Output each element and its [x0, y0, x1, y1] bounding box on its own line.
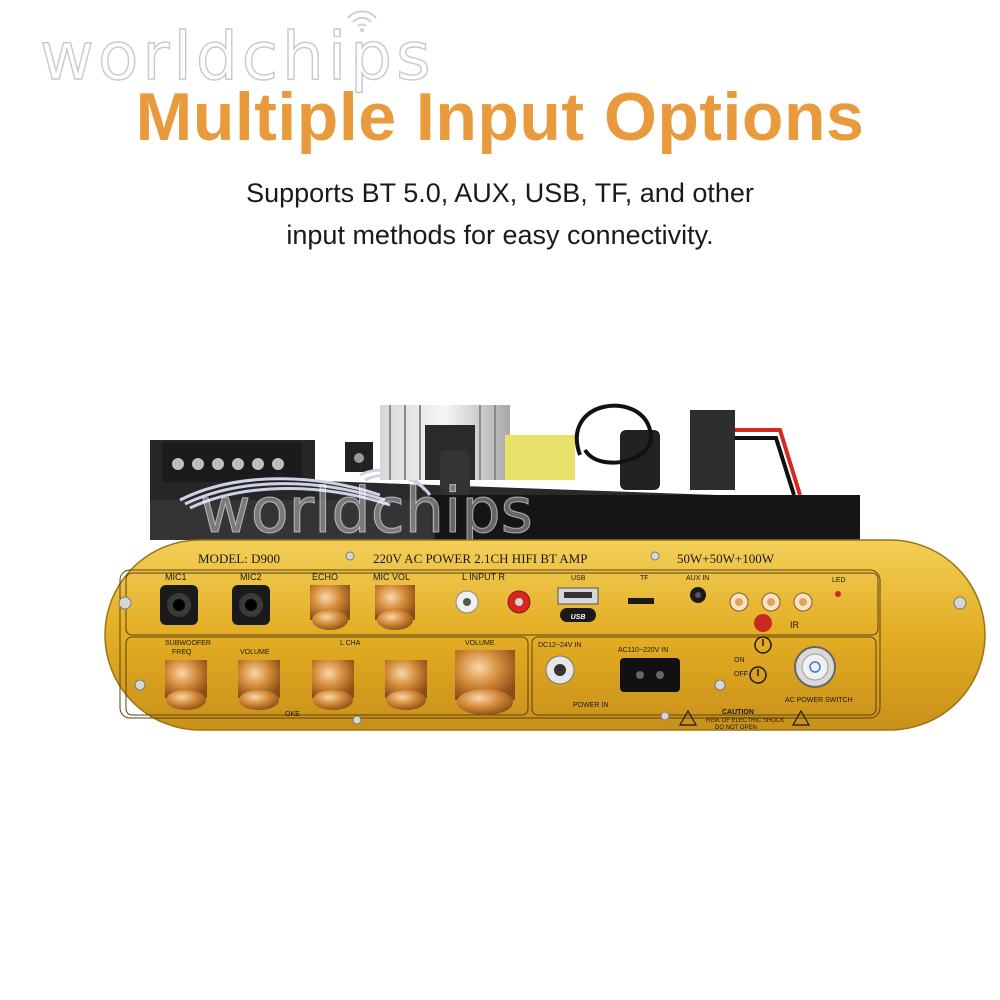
watermark-logo: worldchips [39, 17, 435, 95]
dc-in-label: DC12~24V IN [538, 642, 581, 649]
subwoofer-label: SUBWOOFER [165, 640, 211, 647]
volume-left-label: VOLUME [240, 649, 270, 656]
dc-power-jack[interactable] [545, 655, 575, 685]
model-label: MODEL: D900 [198, 551, 280, 566]
caution-detail-2: DO NOT OPEN [715, 725, 757, 731]
ac-power-switch[interactable] [794, 646, 836, 688]
front-panel [104, 539, 986, 731]
treble-knob[interactable] [312, 660, 354, 710]
aux-in-label: AUX IN [686, 575, 709, 582]
power-wire [575, 403, 654, 465]
subwoofer-volume-knob[interactable] [238, 660, 280, 710]
subtitle-line-1: Supports BT 5.0, AUX, USB, TF, and other [246, 178, 754, 208]
watermark-overlay: worldchips [200, 474, 533, 547]
prev-button[interactable] [729, 592, 749, 612]
led-label: LED [832, 577, 846, 584]
ac-switch-label: AC POWER SWITCH [785, 697, 853, 704]
cha-label: L CHA [340, 640, 361, 647]
subtitle-line-2: input methods for easy connectivity. [286, 220, 714, 250]
headline: Multiple Input Options [135, 79, 865, 155]
spec-label: 220V AC POWER 2.1CH HIFI BT AMP [373, 551, 587, 566]
usb-port[interactable] [557, 587, 599, 605]
mic1-jack[interactable] [160, 585, 198, 625]
wifi-icon [347, 10, 377, 32]
input-label: L INPUT R [462, 572, 506, 582]
volume-right-label: VOLUME [465, 640, 495, 647]
ir-label: IR [790, 620, 800, 630]
transformer [505, 435, 575, 480]
led-indicator [835, 591, 841, 597]
on-label: ON [734, 657, 745, 664]
next-button[interactable] [793, 592, 813, 612]
mic-vol-knob[interactable] [375, 585, 415, 630]
tf-card-slot[interactable] [628, 598, 654, 604]
mic-vol-label: MIC VOL [373, 572, 410, 582]
usb-logo-icon: USB [560, 608, 596, 622]
off-label: OFF [734, 671, 748, 678]
ac-power-socket[interactable] [620, 658, 680, 692]
echo-label: ECHO [312, 572, 338, 582]
mic2-jack[interactable] [232, 585, 270, 625]
usb-logo-text: USB [571, 614, 586, 621]
master-volume-knob[interactable] [455, 650, 515, 715]
ac-in-label: AC110~220V IN [618, 647, 668, 654]
ir-receiver [754, 614, 772, 632]
board-module [690, 410, 735, 490]
mic1-label: MIC1 [165, 572, 187, 582]
mic2-label: MIC2 [240, 572, 262, 582]
warning-icon [678, 709, 811, 726]
bass-knob[interactable] [385, 660, 427, 710]
usb-label: USB [571, 575, 586, 582]
freq-label: FREQ [172, 649, 192, 656]
oke-label: OKE [285, 711, 300, 718]
rca-right-input[interactable] [507, 590, 531, 614]
caution-label: CAUTION [722, 709, 754, 716]
tf-label: TF [640, 575, 649, 582]
amplifier-board-photo: worldchips MODEL: D900 220V AC POWER 2.1… [104, 403, 986, 731]
speaker-terminal-block [162, 442, 373, 482]
power-icon [749, 636, 772, 684]
subwoofer-freq-knob[interactable] [165, 660, 207, 710]
rca-left-input[interactable] [455, 590, 479, 614]
echo-knob[interactable] [310, 585, 350, 630]
power-in-label: POWER IN [573, 702, 608, 709]
play-pause-button[interactable] [761, 592, 781, 612]
subtitle: Supports BT 5.0, AUX, USB, TF, and other… [0, 172, 1000, 256]
power-rating-label: 50W+50W+100W [677, 551, 775, 566]
caution-detail-1: RISK OF ELECTRIC SHOCK [706, 718, 784, 724]
aux-jack[interactable] [690, 587, 706, 603]
